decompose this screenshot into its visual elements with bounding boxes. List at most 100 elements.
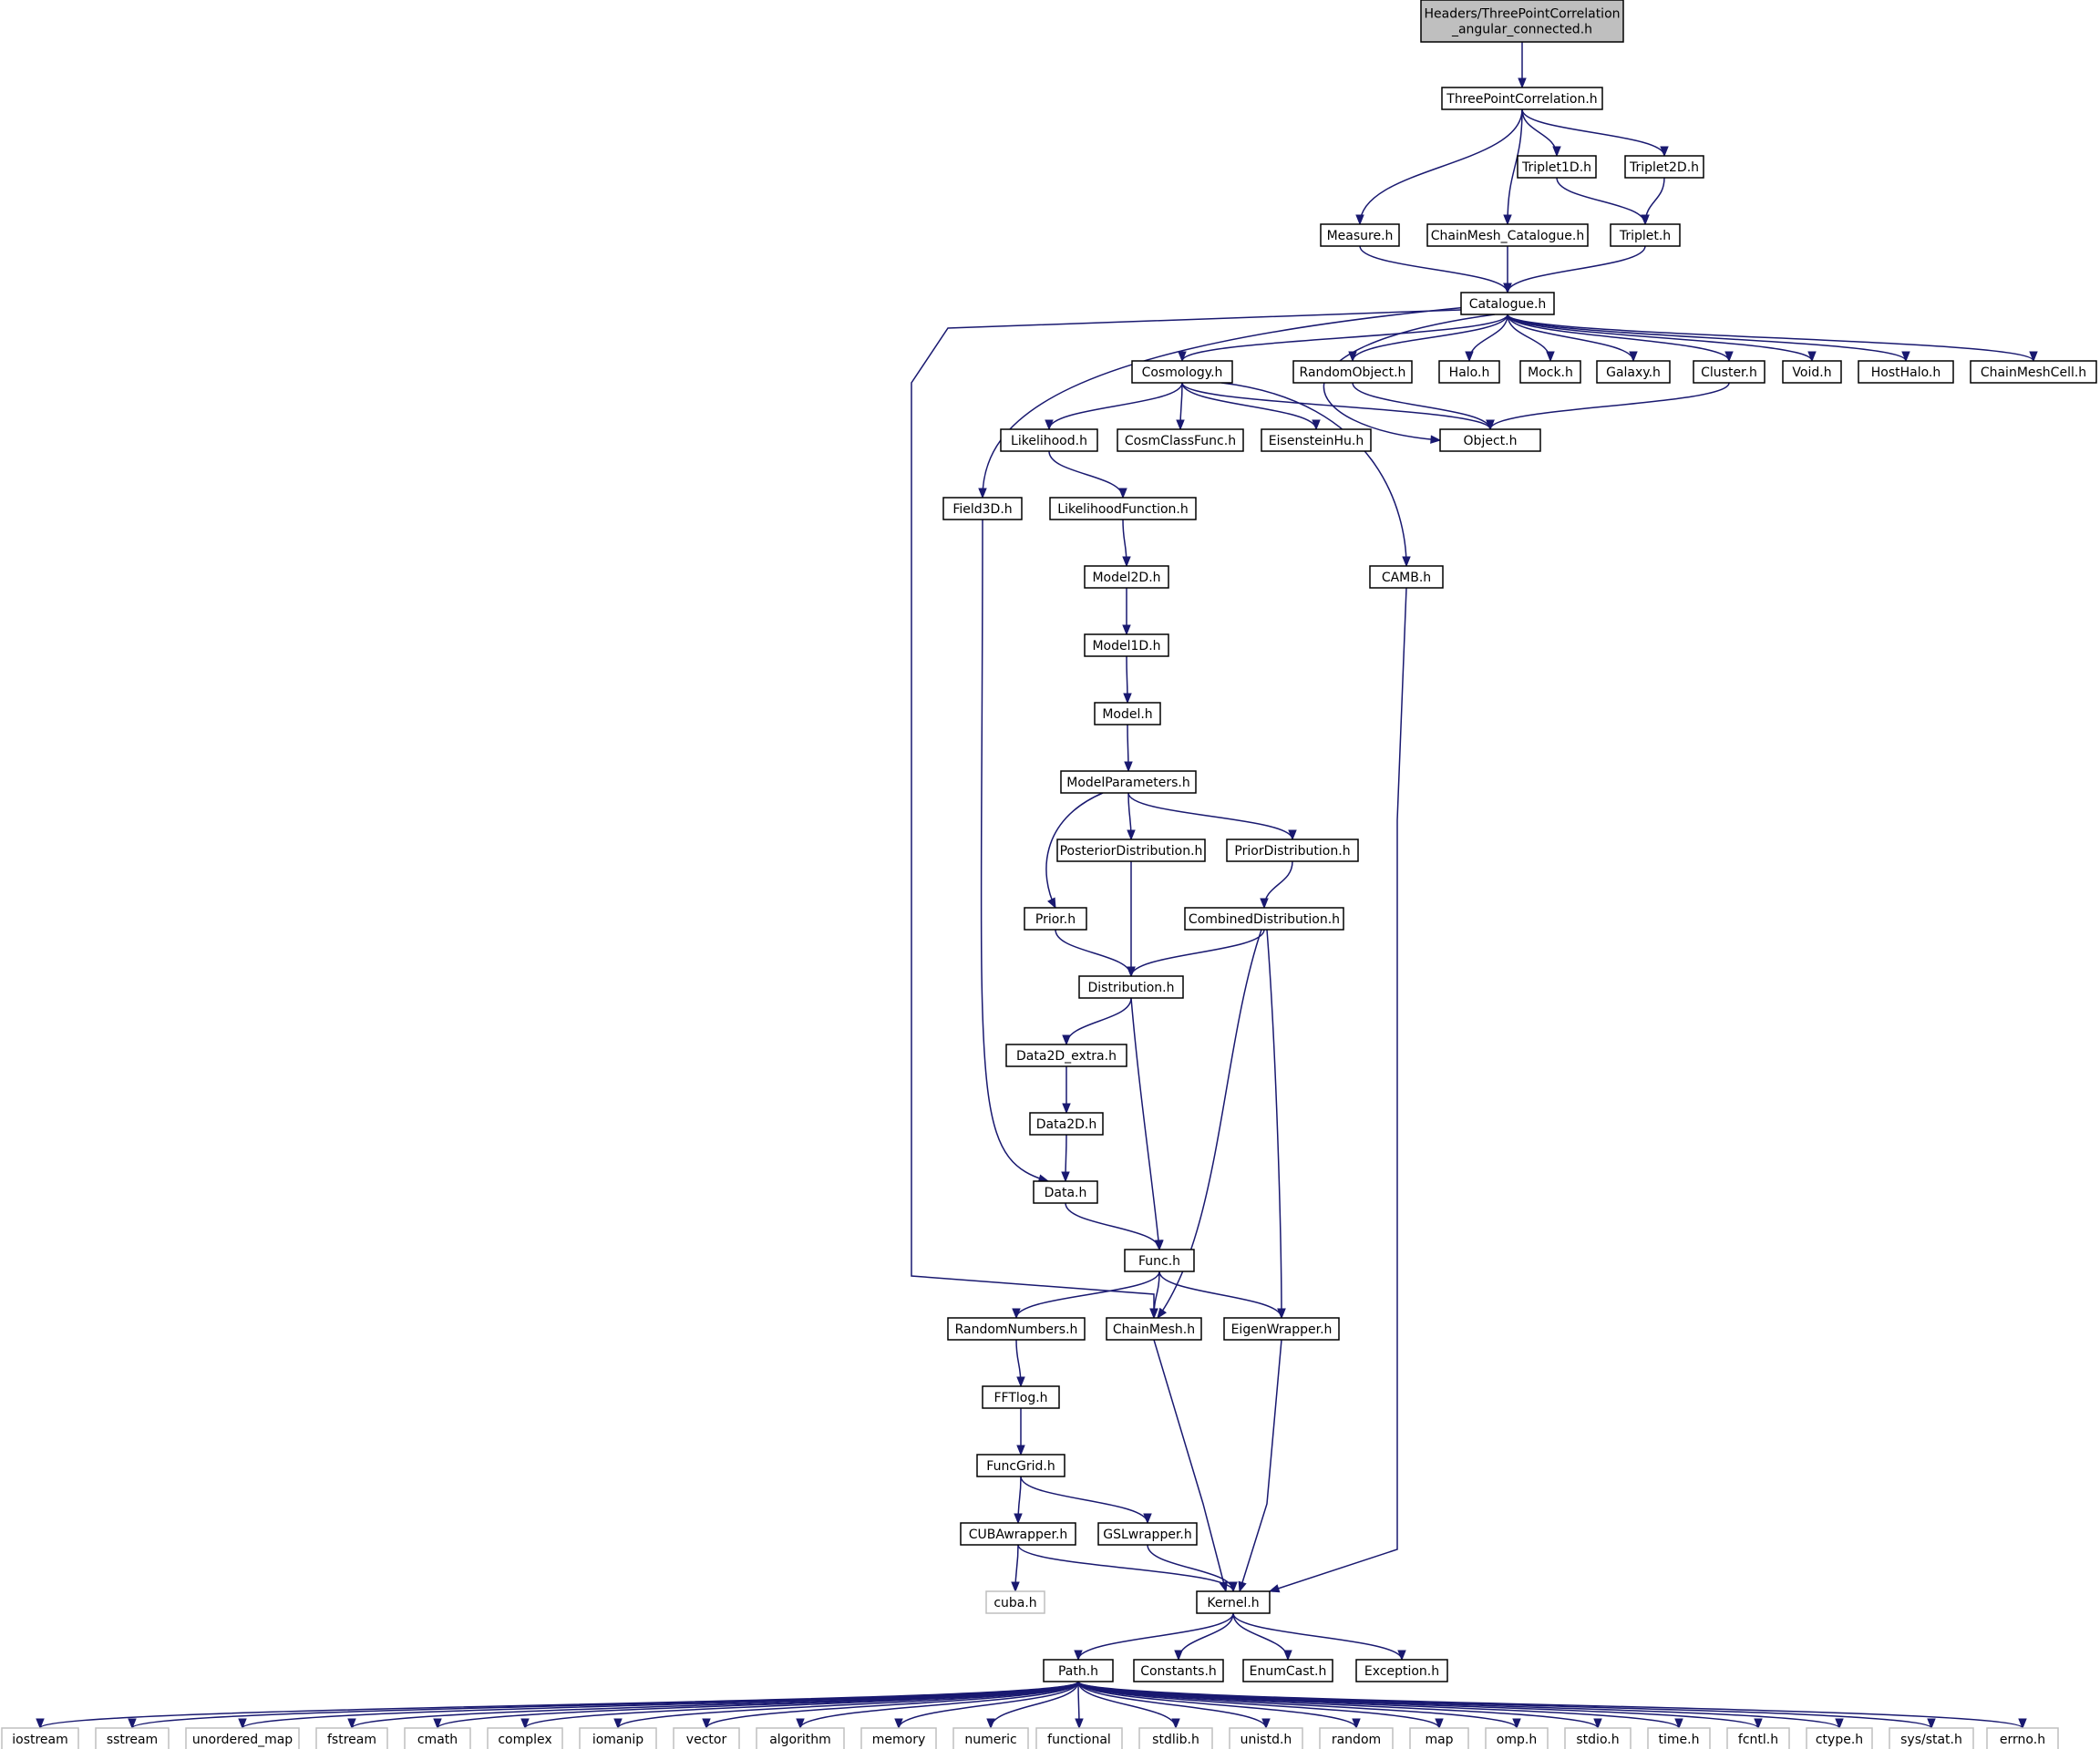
node-galaxy[interactable]: Galaxy.h <box>1596 360 1671 384</box>
node-void[interactable]: Void.h <box>1782 360 1842 384</box>
node-field3d[interactable]: Field3D.h <box>942 497 1023 520</box>
node-box[interactable] <box>1106 1317 1202 1341</box>
node-box[interactable] <box>1133 1659 1224 1682</box>
node-kernel[interactable]: Kernel.h <box>1196 1590 1271 1614</box>
node-box[interactable] <box>1858 360 1954 384</box>
node-randomnumbers[interactable]: RandomNumbers.h <box>947 1317 1086 1341</box>
node-path[interactable]: Path.h <box>1043 1659 1114 1682</box>
node-cuba_w[interactable]: CUBAwrapper.h <box>960 1522 1076 1546</box>
node-triplet[interactable]: Triplet.h <box>1610 223 1681 247</box>
node-modelparams[interactable]: ModelParameters.h <box>1060 770 1197 794</box>
node-box[interactable] <box>1097 1522 1198 1546</box>
node-box[interactable] <box>1226 838 1359 862</box>
node-catalogue[interactable]: Catalogue.h <box>1460 292 1555 315</box>
node-box[interactable] <box>1610 223 1681 247</box>
node-box[interactable] <box>1117 428 1244 452</box>
node-eisenstein[interactable]: EisensteinHu.h <box>1261 428 1372 452</box>
node-box[interactable] <box>1060 770 1197 794</box>
node-box[interactable] <box>1261 428 1372 452</box>
node-cosmology[interactable]: Cosmology.h <box>1131 360 1233 384</box>
node-box[interactable] <box>1624 155 1704 179</box>
node-box[interactable] <box>1693 360 1765 384</box>
node-data[interactable]: Data.h <box>1033 1180 1098 1204</box>
node-box[interactable] <box>1439 428 1541 452</box>
node-box[interactable] <box>1000 428 1098 452</box>
node-distribution[interactable]: Distribution.h <box>1078 975 1184 999</box>
node-triplet1d[interactable]: Triplet1D.h <box>1517 155 1597 179</box>
node-box[interactable] <box>1782 360 1842 384</box>
node-eigen[interactable]: EigenWrapper.h <box>1223 1317 1340 1341</box>
node-cluster[interactable]: Cluster.h <box>1693 360 1765 384</box>
node-box[interactable] <box>960 1522 1076 1546</box>
node-box[interactable] <box>1124 1249 1195 1272</box>
node-data2d[interactable]: Data2D.h <box>1029 1112 1104 1136</box>
node-box[interactable] <box>947 1317 1086 1341</box>
node-box[interactable] <box>1094 702 1161 725</box>
node-box[interactable] <box>1292 360 1413 384</box>
node-box[interactable] <box>1355 1659 1448 1682</box>
node-box[interactable] <box>1049 497 1197 520</box>
node-box[interactable] <box>1420 0 1624 43</box>
node-box[interactable] <box>1519 360 1581 384</box>
node-box[interactable] <box>1242 1659 1333 1682</box>
node-hosthalo[interactable]: HostHalo.h <box>1858 360 1954 384</box>
node-box[interactable] <box>1320 223 1400 247</box>
node-chainmeshcat[interactable]: ChainMesh_Catalogue.h <box>1426 223 1589 247</box>
node-box[interactable] <box>1033 1180 1098 1204</box>
node-camb[interactable]: CAMB.h <box>1369 565 1444 589</box>
node-randomobject[interactable]: RandomObject.h <box>1292 360 1413 384</box>
node-model2d[interactable]: Model2D.h <box>1084 565 1169 589</box>
node-mock[interactable]: Mock.h <box>1519 360 1581 384</box>
node-posterior[interactable]: PosteriorDistribution.h <box>1056 838 1206 862</box>
node-combined[interactable]: CombinedDistribution.h <box>1184 907 1344 931</box>
node-func[interactable]: Func.h <box>1124 1249 1195 1272</box>
node-tpc[interactable]: ThreePointCorrelation.h <box>1441 87 1603 110</box>
node-data2dextra[interactable]: Data2D_extra.h <box>1005 1044 1127 1067</box>
node-box[interactable] <box>1043 1659 1114 1682</box>
node-box[interactable] <box>1970 360 2097 384</box>
node-box[interactable] <box>1438 360 1500 384</box>
node-box[interactable] <box>1517 155 1597 179</box>
node-gsl_w[interactable]: GSLwrapper.h <box>1097 1522 1198 1546</box>
node-likelihood[interactable]: Likelihood.h <box>1000 428 1098 452</box>
node-box[interactable] <box>1460 292 1555 315</box>
node-enumcast[interactable]: EnumCast.h <box>1242 1659 1333 1682</box>
node-box[interactable] <box>1084 633 1169 657</box>
node-box[interactable] <box>1024 907 1087 931</box>
node-box[interactable] <box>1078 975 1184 999</box>
node-box[interactable] <box>1223 1317 1340 1341</box>
node-exception[interactable]: Exception.h <box>1355 1659 1448 1682</box>
node-fftlog[interactable]: FFTlog.h <box>982 1385 1060 1409</box>
node-likfunc[interactable]: LikelihoodFunction.h <box>1049 497 1197 520</box>
node-measure[interactable]: Measure.h <box>1320 223 1400 247</box>
node-priordist[interactable]: PriorDistribution.h <box>1226 838 1359 862</box>
edge-path-to-vector <box>702 1681 1079 1730</box>
node-box[interactable] <box>1596 360 1671 384</box>
edge-triplet1d-to-triplet <box>1556 177 1650 226</box>
node-constants[interactable]: Constants.h <box>1133 1659 1224 1682</box>
node-object[interactable]: Object.h <box>1439 428 1541 452</box>
node-chainmeshcell[interactable]: ChainMeshCell.h <box>1970 360 2097 384</box>
node-box[interactable] <box>982 1385 1060 1409</box>
node-box[interactable] <box>1426 223 1589 247</box>
node-funcgrid[interactable]: FuncGrid.h <box>976 1454 1065 1477</box>
node-prior[interactable]: Prior.h <box>1024 907 1087 931</box>
node-box[interactable] <box>1056 838 1206 862</box>
node-box[interactable] <box>942 497 1023 520</box>
node-box[interactable] <box>1184 907 1344 931</box>
node-box[interactable] <box>1369 565 1444 589</box>
node-box[interactable] <box>976 1454 1065 1477</box>
node-box[interactable] <box>1441 87 1603 110</box>
node-box[interactable] <box>1005 1044 1127 1067</box>
node-model1d[interactable]: Model1D.h <box>1084 633 1169 657</box>
node-box[interactable] <box>1084 565 1169 589</box>
node-root[interactable]: Headers/ThreePointCorrelation_angular_co… <box>1420 0 1624 43</box>
node-model[interactable]: Model.h <box>1094 702 1161 725</box>
node-chainmesh[interactable]: ChainMesh.h <box>1106 1317 1202 1341</box>
node-box[interactable] <box>1131 360 1233 384</box>
node-triplet2d[interactable]: Triplet2D.h <box>1624 155 1704 179</box>
node-box[interactable] <box>1029 1112 1104 1136</box>
node-box[interactable] <box>1196 1590 1271 1614</box>
node-cosmclass[interactable]: CosmClassFunc.h <box>1117 428 1244 452</box>
node-halo[interactable]: Halo.h <box>1438 360 1500 384</box>
